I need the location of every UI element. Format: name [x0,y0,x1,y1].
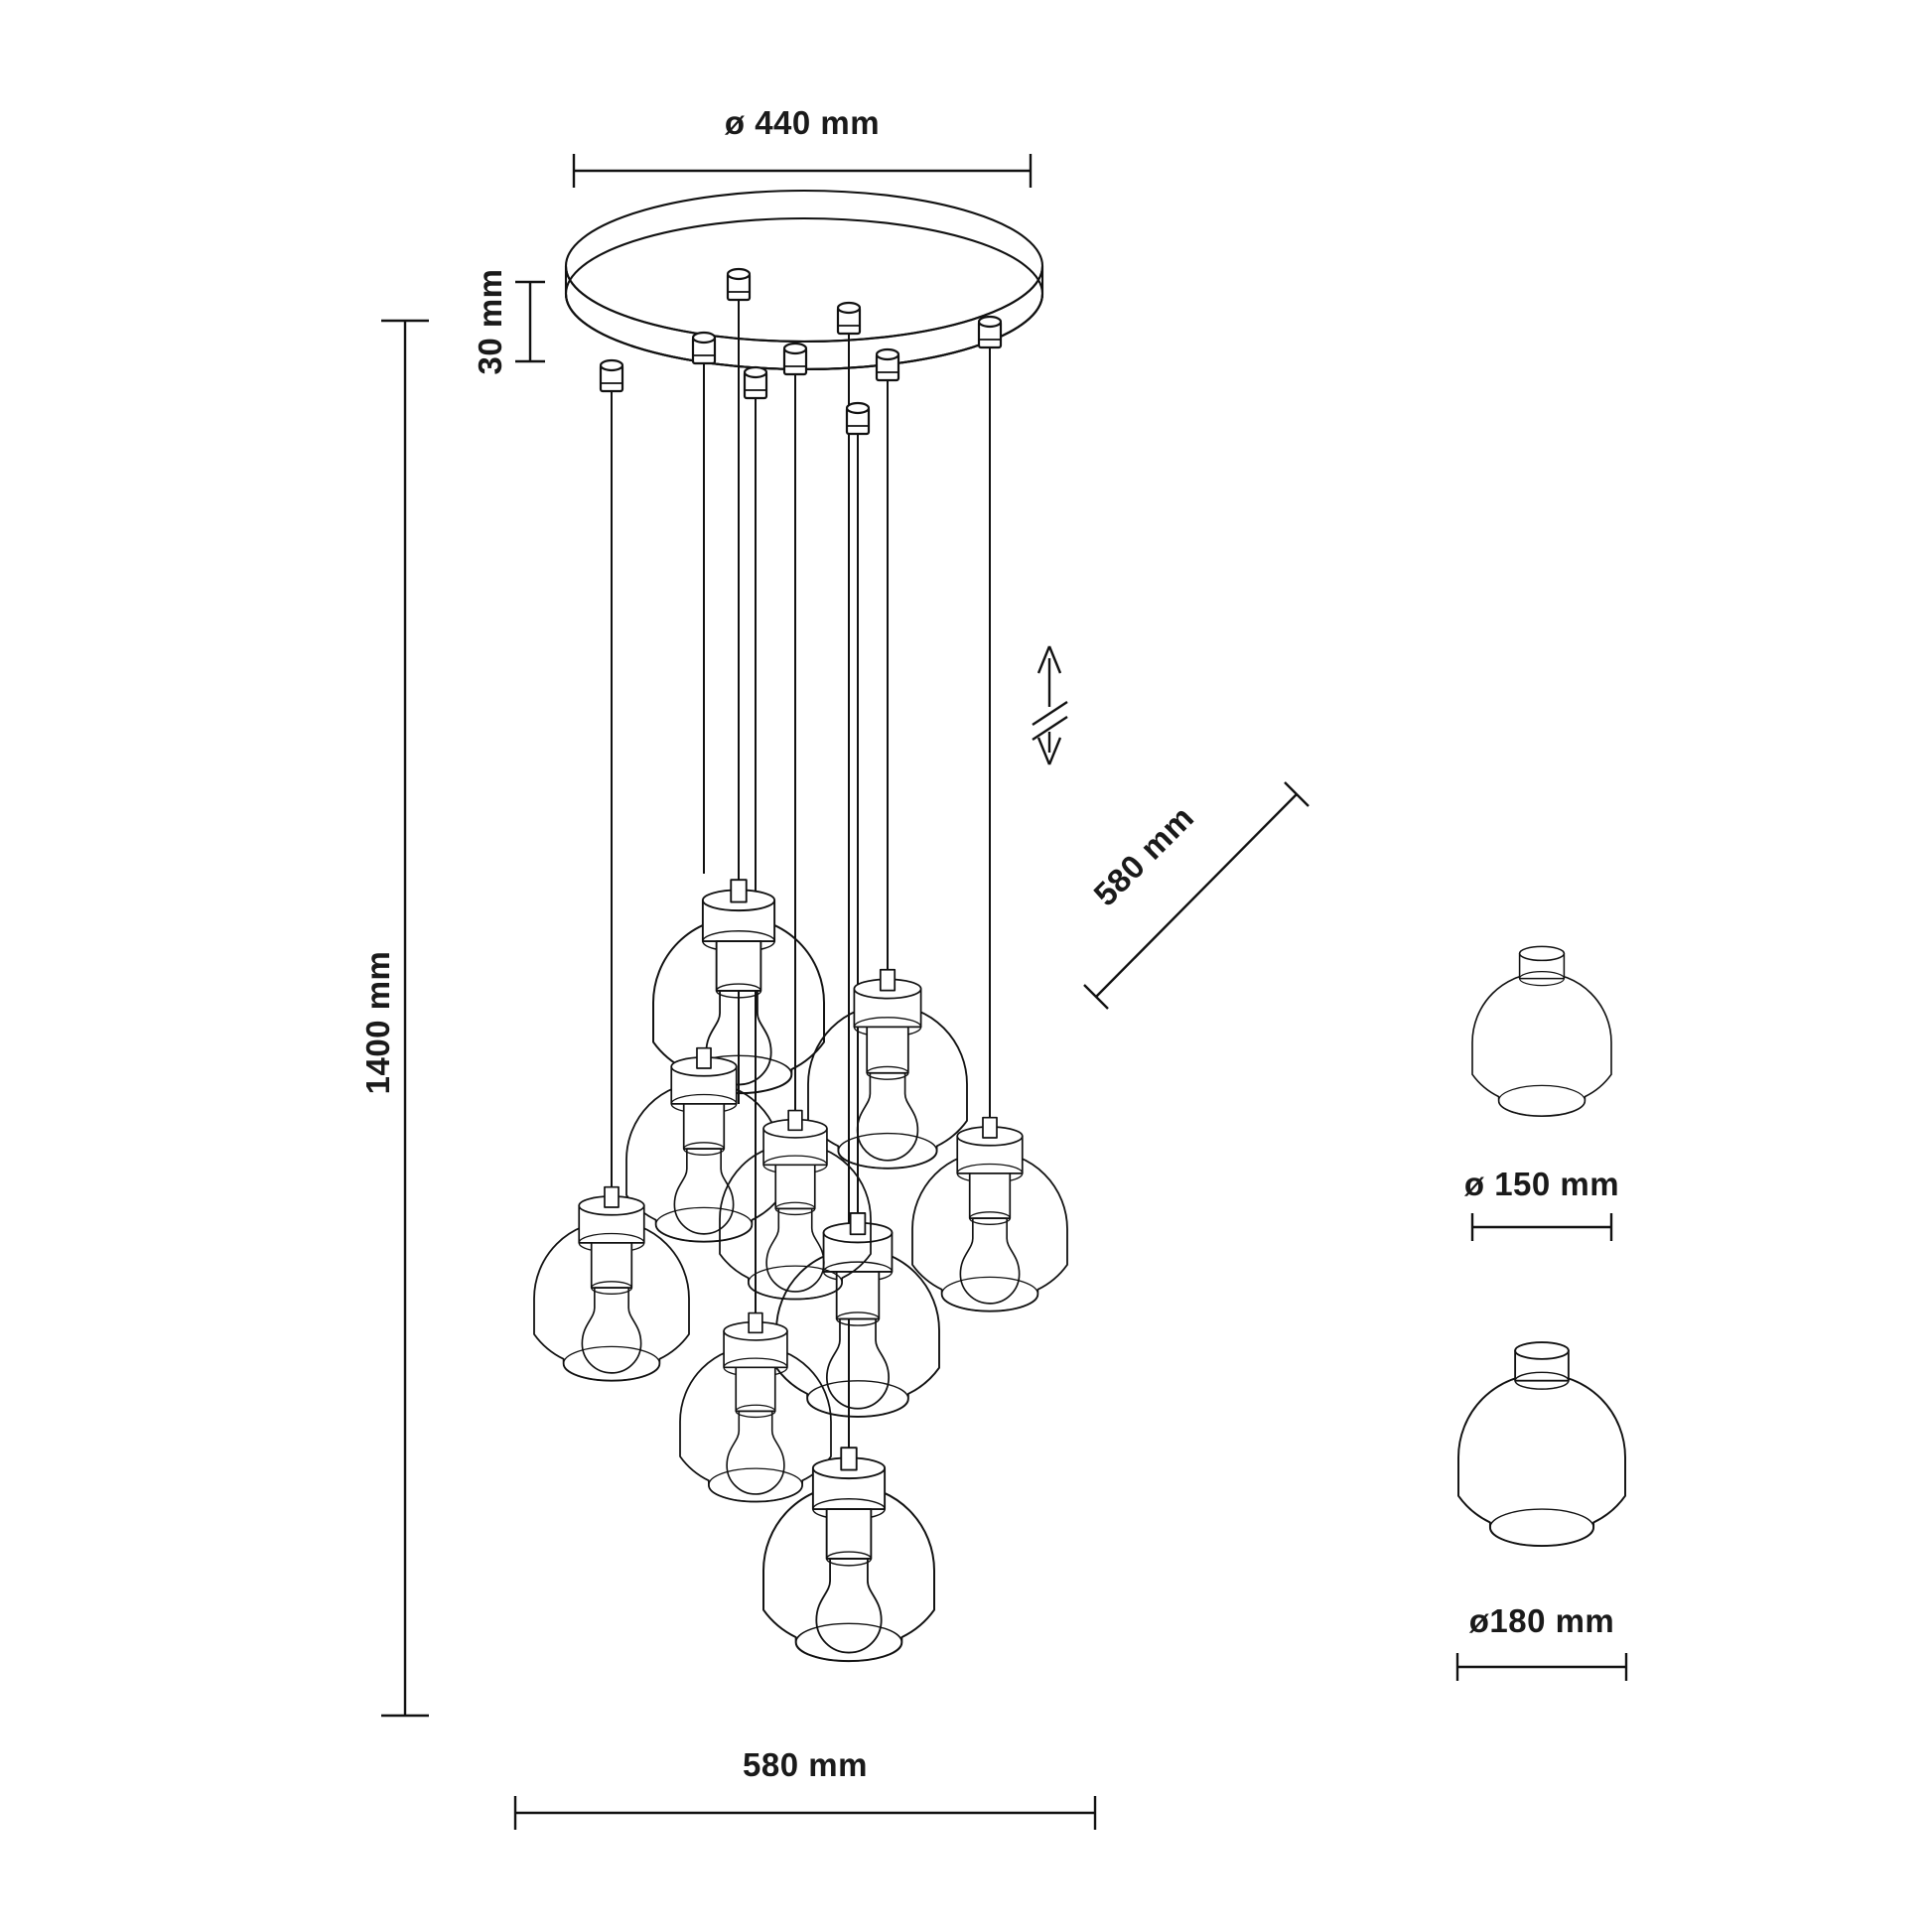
cord-outlet [875,347,900,382]
dimension-canopy-diameter: ø 440 mm [572,104,1033,188]
cord-outlet [726,267,752,302]
ceiling-canopy [564,189,1044,371]
cord-outlet [845,401,871,436]
canopy-thickness-label: 30 mm [472,268,508,374]
cord-outlet [977,315,1003,349]
dimension-cluster-width: 580 mm [513,1746,1097,1830]
total-height-label: 1400 mm [359,951,396,1095]
adjustable-height-icon [1032,645,1068,765]
cluster-width-label: 580 mm [743,1746,868,1783]
shade-small-label: ø 150 mm [1464,1166,1619,1202]
dimension-canopy-thickness: 30 mm [472,268,545,375]
cord-outlet [782,342,808,376]
canopy-diameter-label: ø 440 mm [725,104,880,141]
cord-outlet [599,358,624,393]
shade-large-label: ø180 mm [1469,1602,1615,1639]
dimension-cluster-depth: 580 mm [1083,781,1310,1010]
cord-outlet [836,301,862,336]
pendant-lamp [807,968,968,1170]
reference-shade-small: ø 150 mm [1464,945,1619,1241]
cord-outlet [743,365,768,400]
reference-shade-large: ø180 mm [1455,1341,1628,1681]
canopy-cord-outlets [599,267,1003,436]
dimension-shade-large [1455,1653,1628,1681]
pendant-cluster [533,879,1068,1663]
cord-outlet [691,331,717,365]
cluster-depth-label: 580 mm [1086,798,1200,912]
dimension-shade-small [1470,1213,1613,1241]
dimension-total-height: 1400 mm [359,319,429,1718]
